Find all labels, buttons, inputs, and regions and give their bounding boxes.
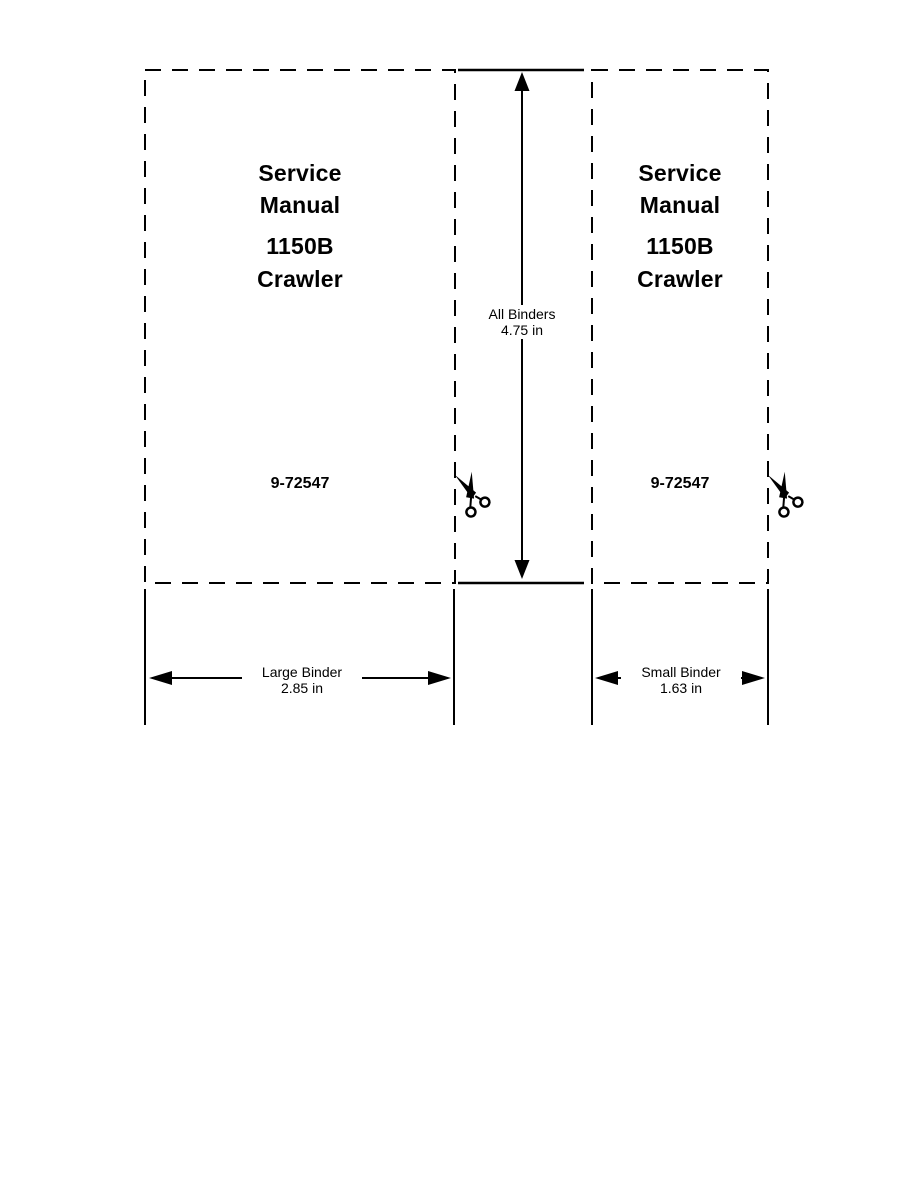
binder-title-line: Manual bbox=[639, 192, 721, 218]
small-binder-spine-label: Service Manual 1150B Crawler bbox=[592, 157, 768, 296]
dimension-name: Large Binder bbox=[261, 664, 343, 680]
binder-model: 1150B Crawler bbox=[592, 230, 768, 296]
arrow-left-icon bbox=[595, 671, 618, 685]
dimension-value: 1.63 in bbox=[659, 680, 703, 696]
binder-model-line: Crawler bbox=[637, 266, 723, 292]
dimension-name: All Binders bbox=[488, 306, 556, 322]
arrow-right-icon bbox=[428, 671, 451, 685]
binder-model-line: Crawler bbox=[257, 266, 343, 292]
binder-model-line: 1150B bbox=[266, 233, 334, 259]
arrow-up-icon bbox=[514, 72, 530, 91]
large-binder-spine-label: Service Manual 1150B Crawler bbox=[145, 157, 455, 296]
scissors-icon bbox=[454, 471, 491, 518]
dimension-value: 4.75 in bbox=[500, 322, 544, 338]
small-binder-dimension-label: Small Binder 1.63 in bbox=[621, 663, 741, 697]
arrow-down-icon bbox=[514, 560, 530, 579]
binder-title-line: Service bbox=[638, 160, 722, 186]
scissors-icon bbox=[767, 471, 804, 518]
arrow-left-icon bbox=[149, 671, 172, 685]
arrow-right-icon bbox=[742, 671, 765, 685]
large-binder-part-number: 9-72547 bbox=[270, 475, 330, 492]
binder-model: 1150B Crawler bbox=[145, 230, 455, 296]
binder-title-line: Service bbox=[258, 160, 342, 186]
large-binder-outline bbox=[144, 69, 456, 584]
binder-title-line: Manual bbox=[259, 192, 341, 218]
dimension-name: Small Binder bbox=[641, 664, 721, 680]
all-binders-dimension-label: All Binders 4.75 in bbox=[462, 305, 582, 339]
small-binder-part-number: 9-72547 bbox=[650, 475, 710, 492]
dimension-value: 2.85 in bbox=[280, 680, 324, 696]
large-binder-dimension-label: Large Binder 2.85 in bbox=[242, 663, 362, 697]
binder-title: Service Manual bbox=[592, 157, 768, 221]
small-binder-outline bbox=[591, 69, 769, 584]
binder-model-line: 1150B bbox=[646, 233, 714, 259]
binder-title: Service Manual bbox=[145, 157, 455, 221]
